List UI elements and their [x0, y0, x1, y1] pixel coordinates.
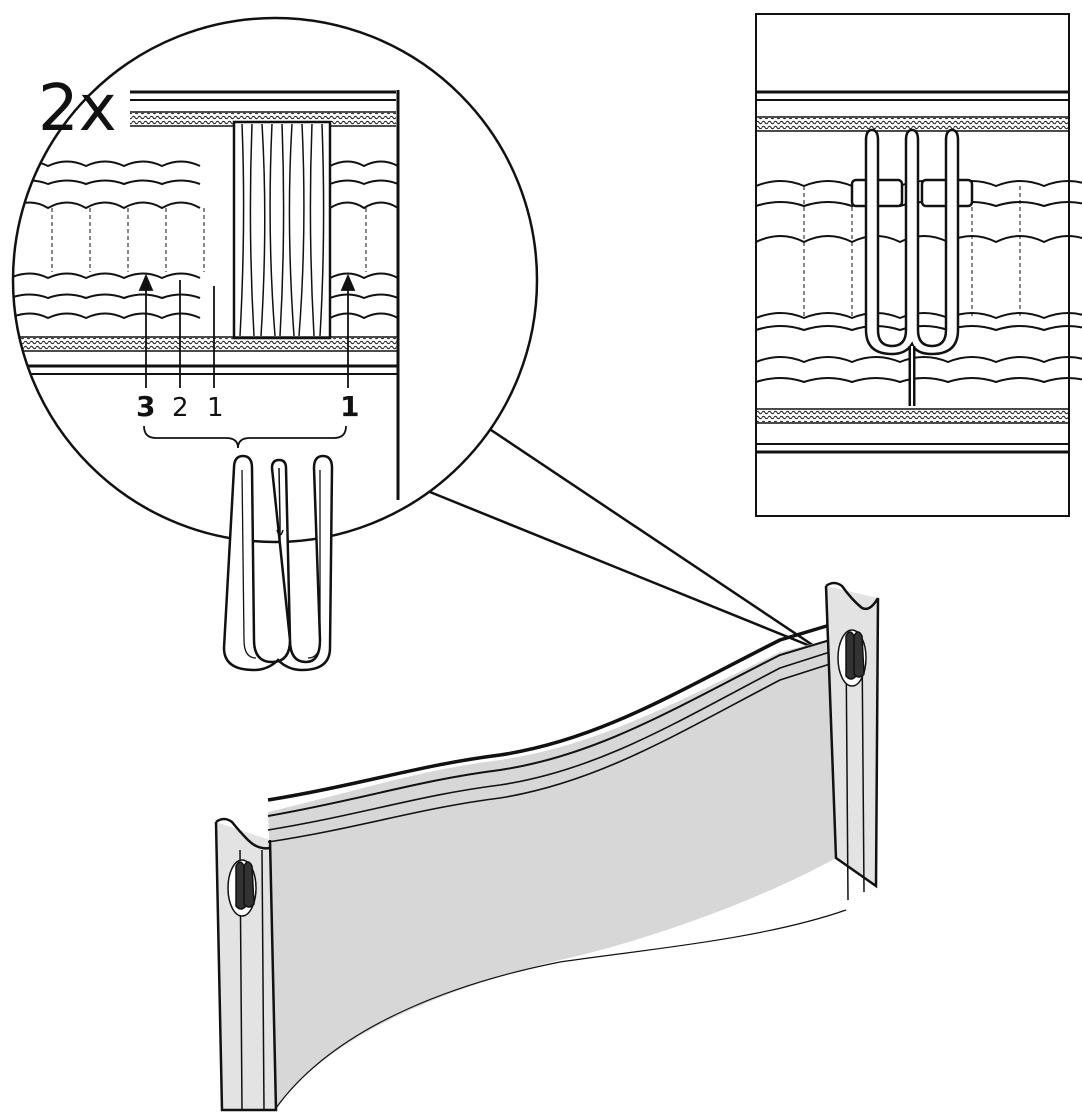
pleat-label-3: 3 — [136, 390, 155, 423]
pleat-label-1-bold: 1 — [340, 390, 359, 423]
gathered-fabric — [232, 120, 332, 340]
inset-hook-detail — [755, 13, 1082, 517]
curtain-hook-icon — [227, 629, 867, 917]
curtain-hook-icon — [222, 454, 334, 672]
pleat-label-1: 1 — [207, 393, 224, 423]
multiplier-label: 2x — [38, 72, 117, 146]
curtain-panel-icon — [214, 581, 880, 1112]
magnified-tape-callout: 2x 3 2 1 1 — [11, 16, 821, 652]
pleat-label-2: 2 — [172, 393, 189, 423]
curtain-hook-icon — [850, 128, 974, 406]
